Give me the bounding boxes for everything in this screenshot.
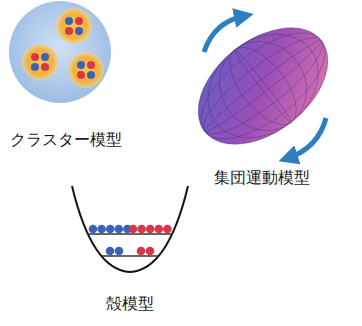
nucleon-dot — [146, 225, 155, 234]
nucleon-dot — [106, 247, 115, 256]
model-label: クラスター模型 — [10, 130, 122, 149]
nucleon-dot — [115, 247, 124, 256]
nucleon-dot — [137, 247, 146, 256]
model-label: 集団運動模型 — [214, 168, 310, 187]
nucleon-dot — [137, 225, 146, 234]
nucleon-dot — [129, 225, 138, 234]
model-label: 殻模型 — [106, 294, 154, 313]
nucleon-dot — [155, 225, 164, 234]
cluster-illustration — [9, 1, 111, 103]
nucleon-dot — [163, 225, 172, 234]
nucleon-dot — [115, 225, 124, 234]
nucleon-dot — [146, 247, 155, 256]
deformed-nucleus — [176, 4, 349, 168]
nucleon-dot — [97, 225, 106, 234]
nucleon-dot — [106, 225, 115, 234]
nucleon-dot — [89, 225, 98, 234]
shell-well — [72, 186, 188, 272]
